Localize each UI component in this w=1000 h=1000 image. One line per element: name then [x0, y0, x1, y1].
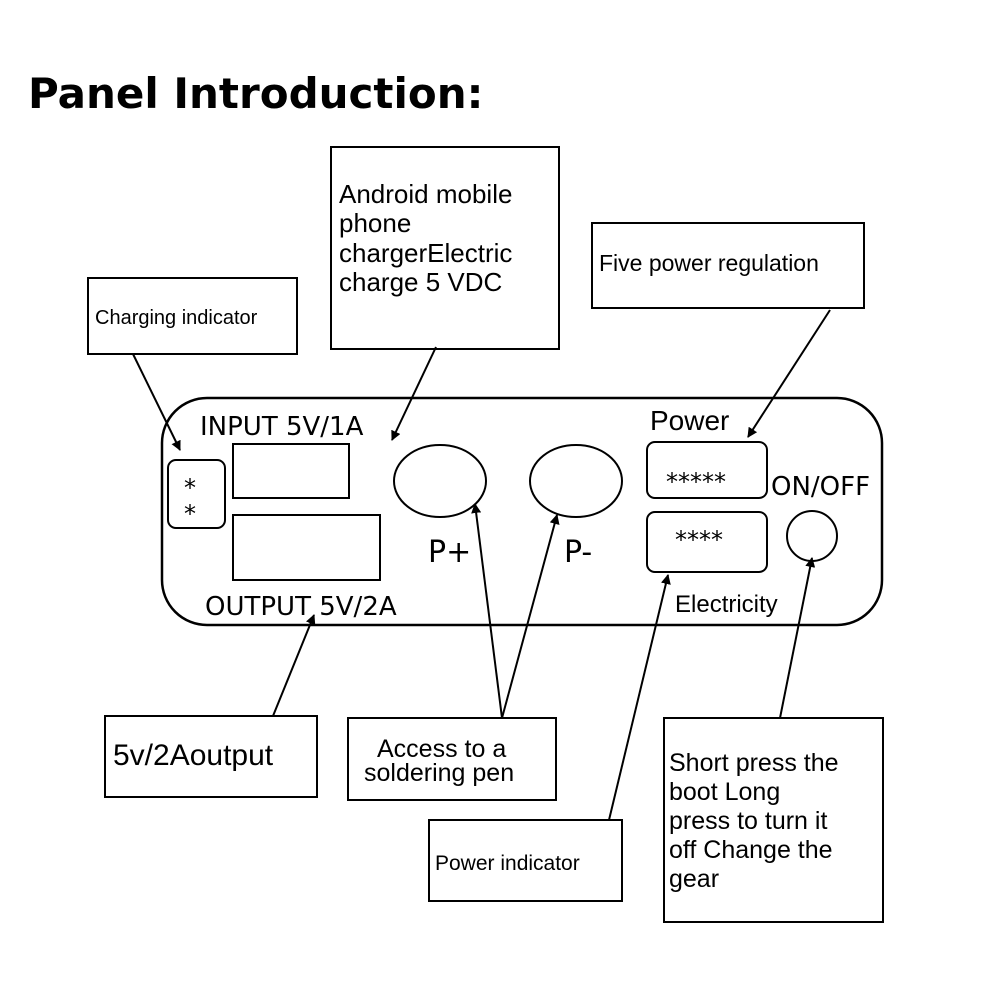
- arrow-power-indicator: [608, 574, 671, 821]
- page-title: Panel Introduction:: [28, 69, 483, 118]
- electricity-display: [646, 511, 768, 573]
- electricity-display-value: ****: [675, 526, 723, 554]
- led-mark-1: *: [184, 474, 196, 502]
- callout-output-text: 5v/2Aoutput: [113, 739, 274, 772]
- p-minus-label: P-: [564, 535, 592, 570]
- arrow-p-plus: [471, 503, 503, 719]
- output-usb-port: [232, 514, 381, 581]
- p-minus-socket: [529, 444, 623, 518]
- p-plus-label: P+: [428, 535, 471, 570]
- led-mark-2: *: [184, 500, 196, 528]
- arrow-output: [272, 614, 316, 717]
- arrow-onoff: [779, 557, 816, 719]
- control-panel-outline: [160, 396, 884, 627]
- callout-android-charger-text: Android mobile phone chargerElectric cha…: [339, 179, 520, 297]
- callout-charging-indicator: [87, 277, 298, 355]
- p-plus-socket: [393, 444, 487, 518]
- callout-five-power: [591, 222, 865, 309]
- callout-short-press: [663, 717, 884, 923]
- arrow-charging-indicator: [132, 353, 181, 451]
- callout-android-charger: [330, 146, 560, 350]
- output-label: OUTPUT 5V/2A: [205, 592, 397, 622]
- onoff-label: ON/OFF: [771, 472, 870, 502]
- callout-charging-indicator-text: Charging indicator: [95, 307, 258, 329]
- electricity-label: Electricity: [675, 591, 778, 618]
- onoff-button: [786, 510, 838, 562]
- arrow-five-power: [747, 309, 831, 438]
- callout-output: [104, 715, 318, 798]
- callout-power-indicator: [428, 819, 623, 902]
- charging-led-block: [167, 459, 226, 529]
- arrow-android-charger: [391, 346, 437, 441]
- callout-short-press-text: Short press the boot Long press to turn …: [669, 749, 845, 893]
- arrow-p-minus: [501, 514, 560, 719]
- power-label: Power: [650, 405, 729, 436]
- callout-five-power-text: Five power regulation: [599, 250, 819, 276]
- power-display-value: *****: [666, 468, 726, 496]
- input-usb-port: [232, 443, 350, 499]
- power-display: [646, 441, 768, 499]
- input-label: INPUT 5V/1A: [200, 412, 364, 442]
- callout-power-indicator-text: Power indicator: [435, 852, 580, 875]
- callout-soldering-pen: [347, 717, 557, 801]
- callout-soldering-pen-text: Access to a soldering pen: [364, 735, 514, 787]
